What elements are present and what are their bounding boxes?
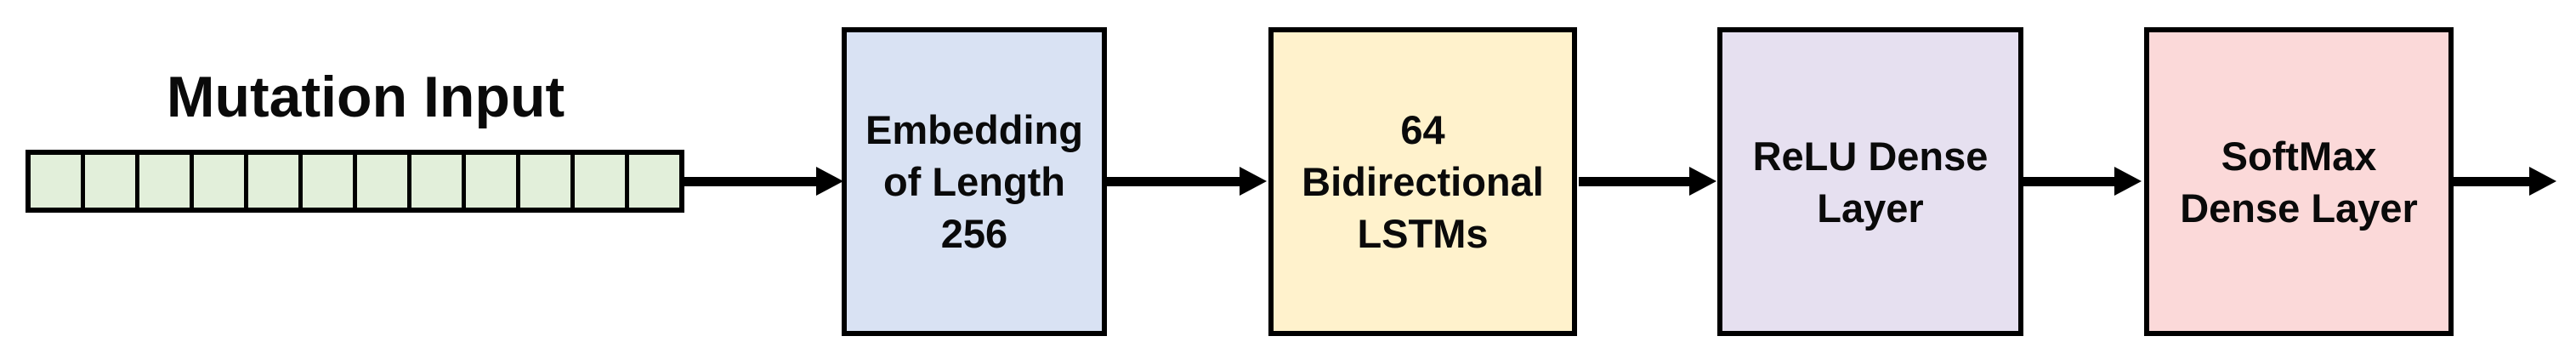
node-label-line: Bidirectional xyxy=(1302,159,1544,204)
input-cell xyxy=(85,155,135,208)
node-label-line: Embedding xyxy=(865,107,1083,152)
flow-arrow-line xyxy=(684,177,818,186)
input-cell xyxy=(248,155,298,208)
flow-arrow-icon xyxy=(816,167,843,196)
input-cell xyxy=(303,155,353,208)
node-relu-dense-layer: ReLU Dense Layer xyxy=(1717,27,2023,336)
node-label-line: LSTMs xyxy=(1357,211,1489,256)
flow-arrow-line xyxy=(1107,177,1241,186)
node-bidirectional-lstm-layer: 64 Bidirectional LSTMs xyxy=(1268,27,1577,336)
node-embedding-layer: Embedding of Length 256 xyxy=(842,27,1107,336)
node-label-line: SoftMax xyxy=(2221,133,2377,179)
node-label-line: Dense Layer xyxy=(2180,185,2418,231)
node-label-line: 64 xyxy=(1400,107,1445,152)
node-label-line: ReLU Dense xyxy=(1752,133,1989,179)
diagram-title: Mutation Input xyxy=(166,65,565,129)
flow-arrow-line xyxy=(2023,177,2116,186)
input-cell xyxy=(411,155,462,208)
node-softmax-dense-layer: SoftMax Dense Layer xyxy=(2144,27,2454,336)
input-cell xyxy=(466,155,516,208)
flow-arrow-icon xyxy=(2114,167,2142,196)
input-strip xyxy=(26,150,684,213)
input-cell xyxy=(629,155,679,208)
input-cell xyxy=(520,155,570,208)
node-label-line: Layer xyxy=(1817,185,1924,231)
flow-arrow-icon xyxy=(1689,167,1716,196)
input-cell xyxy=(357,155,407,208)
flow-arrow-line xyxy=(2454,177,2531,186)
flow-arrow-icon xyxy=(2529,167,2556,196)
input-cell xyxy=(575,155,625,208)
input-cell xyxy=(31,155,81,208)
flow-arrow-line xyxy=(1579,177,1691,186)
input-cell xyxy=(194,155,244,208)
node-label-line: of Length xyxy=(882,159,1066,204)
node-label-line: 256 xyxy=(940,211,1008,256)
input-cell xyxy=(139,155,190,208)
flow-arrow-icon xyxy=(1240,167,1267,196)
